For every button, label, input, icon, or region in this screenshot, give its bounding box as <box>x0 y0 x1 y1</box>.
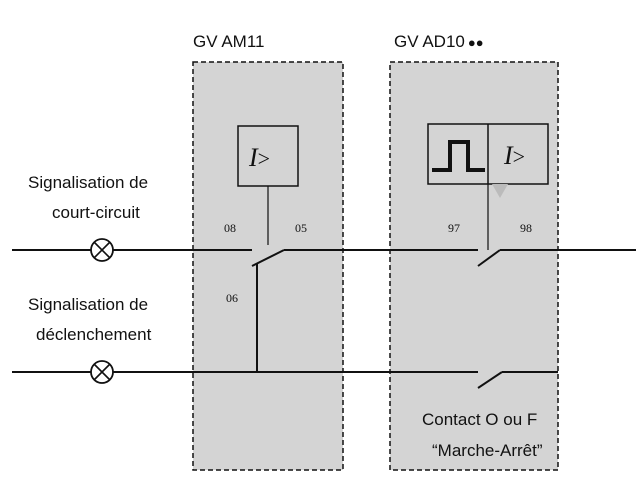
terminal-97: 97 <box>448 221 460 235</box>
module-gv-ad10-title: GV AD10●● <box>394 32 484 51</box>
contact-blade-right <box>477 249 501 267</box>
overcurrent-relay-box-left <box>237 125 299 187</box>
label-short-circuit-1: Signalisation de <box>28 173 148 192</box>
terminal-08: 08 <box>224 221 236 235</box>
pulse-icon <box>432 140 485 172</box>
module-gv-am11-box <box>192 61 344 471</box>
label-trip-2: déclenchement <box>36 325 152 344</box>
module-gv-ad10-box <box>389 61 559 471</box>
contact-blade-onoff <box>477 371 503 389</box>
label-contact-1: Contact O ou F <box>422 410 537 429</box>
terminal-06: 06 <box>226 291 238 305</box>
contact-blade-left <box>251 249 285 267</box>
overcurrent-symbol-right: I> <box>503 141 525 170</box>
terminal-98: 98 <box>520 221 532 235</box>
label-contact-2: “Marche-Arrêt” <box>432 441 543 460</box>
label-trip-1: Signalisation de <box>28 295 148 314</box>
overcurrent-symbol-left: I> <box>248 143 270 172</box>
lamp-cross-short-circuit <box>93 241 111 259</box>
terminal-05: 05 <box>295 221 307 235</box>
relay-arrow-right <box>492 184 508 198</box>
lamp-cross-trip <box>93 363 111 381</box>
label-short-circuit-2: court-circuit <box>52 203 140 222</box>
module-gv-am11-title: GV AM11 <box>193 32 265 51</box>
